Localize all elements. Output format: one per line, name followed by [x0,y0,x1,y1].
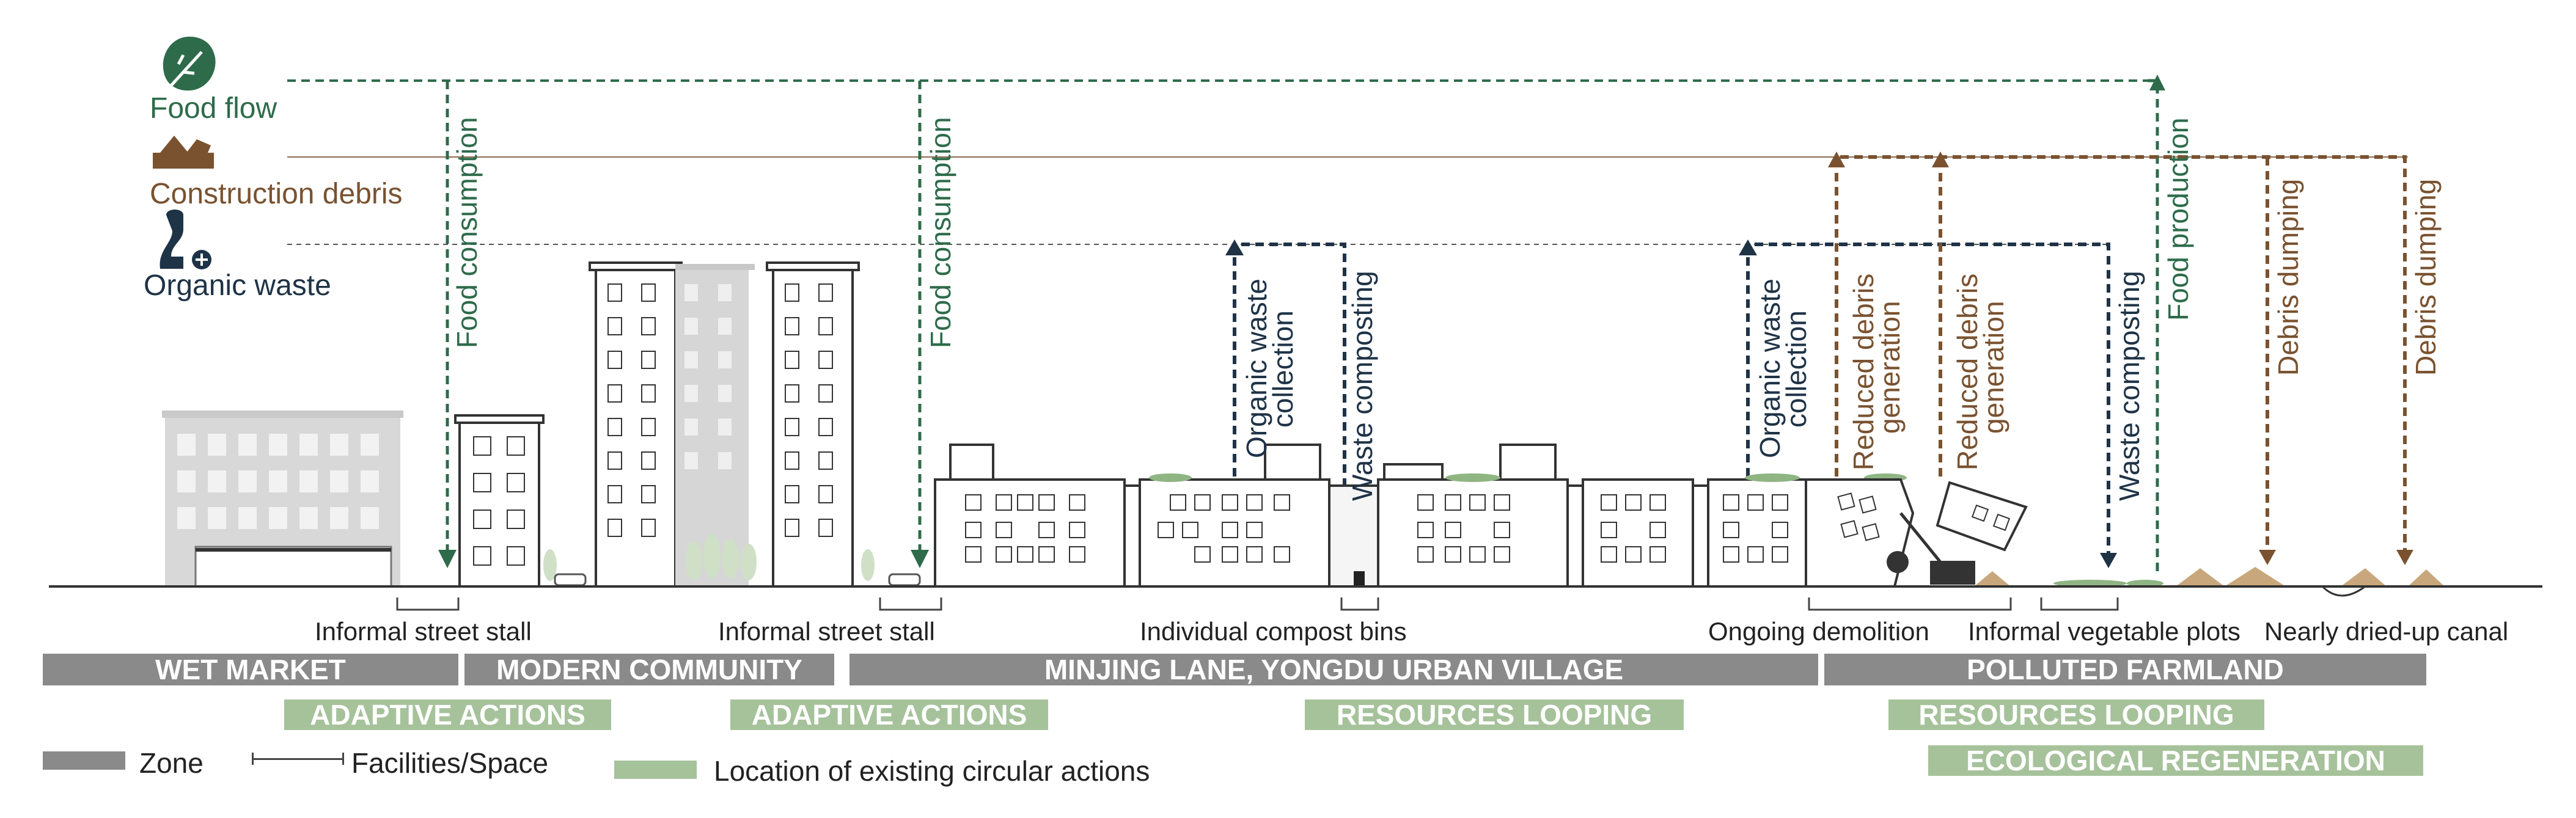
legend-circular-swatch [614,761,697,779]
waste-composting-label-2: Waste composting [2113,271,2145,501]
ghost-tower [675,264,755,586]
waste-composting-label-1: Waste composting [1346,271,1378,501]
debris-dumping-label-1: Debris dumping [2272,179,2304,376]
action-adaptive-2: ADAPTIVE ACTIONS [730,699,1048,731]
farmland-vegetation [1974,567,2445,586]
canal [2321,585,2366,597]
compost-bin-icon [1354,571,1365,586]
wet-market-building [162,411,403,588]
action-resources-1: RESOURCES LOOPING [1305,699,1684,731]
zone-modern-community: MODERN COMMUNITY [464,654,834,685]
rooftop-gardens [1149,473,1907,482]
facility-label-canal: Nearly dried-up canal [2264,617,2509,646]
low-residential-building [454,414,545,588]
facility-label-demolition: Ongoing demolition [1708,617,1929,646]
construction-debris-icon [153,136,214,169]
legend-organic-waste: Organic waste [144,269,331,302]
food-production-label: Food production [2162,118,2194,321]
facility-label-compost-bins: Individual compost bins [1140,617,1407,646]
action-ecological: ECOLOGICAL REGENERATION [1928,745,2423,776]
facility-label-stall-2: Informal street stall [718,617,935,646]
legend-facilities-label: Facilities/Space [351,747,549,779]
organic-collection-label-2a: Organic waste [1754,279,1786,458]
organic-collection-label-1b: collection [1267,310,1299,428]
reduced-debris-label-2b: generation [1978,301,2009,434]
reduced-debris-label-1a: Reduced debris [1848,274,1879,470]
organic-collection-label-2b: collection [1780,310,1812,428]
action-adaptive-1: ADAPTIVE ACTIONS [284,699,611,731]
facility-brackets [396,597,2119,611]
tree-cluster [543,534,875,581]
flow-labels: Food consumption Food consumption Organi… [451,117,2442,501]
legend-food-flow: Food flow [150,92,277,125]
reduced-debris-label-2a: Reduced debris [1951,274,1983,470]
debris-dumping-label-2: Debris dumping [2410,179,2442,376]
food-production-arrow [2145,79,2159,571]
urban-village-buildings [934,444,1807,588]
facility-label-stall-1: Informal street stall [315,617,532,646]
reduced-debris-arrow [1835,155,2407,559]
reduced-debris-label-1b: generation [1874,301,1906,434]
legend-construction-debris: Construction debris [150,178,403,210]
food-consumption-label-2: Food consumption [925,117,956,348]
zone-wet-market: WET MARKET [43,654,458,685]
food-consumption-label-1: Food consumption [451,117,483,348]
legend-zone-swatch [43,751,125,770]
legend-zone-label: Zone [139,747,204,779]
food-flow-icon [163,37,216,91]
zone-polluted-farmland: POLLUTED FARMLAND [1824,654,2426,685]
facility-label-vegetable-plots: Informal vegetable plots [1968,617,2240,646]
zone-urban-village: MINJING LANE, YONGDU URBAN VILLAGE [849,654,1818,685]
organic-collection-label-1a: Organic waste [1241,279,1272,458]
tower-2 [766,261,860,588]
legend-facilities-swatch [252,753,344,765]
organic-waste-icon [160,210,211,269]
organic-collection-arrow-2 [1746,243,2110,562]
legend-circular-label: Location of existing circular actions [714,755,1150,787]
organic-collection-arrow-1 [1233,243,1346,568]
demolition-site [1805,478,2028,588]
action-resources-2: RESOURCES LOOPING [1888,699,2264,731]
tower-1 [589,261,683,588]
